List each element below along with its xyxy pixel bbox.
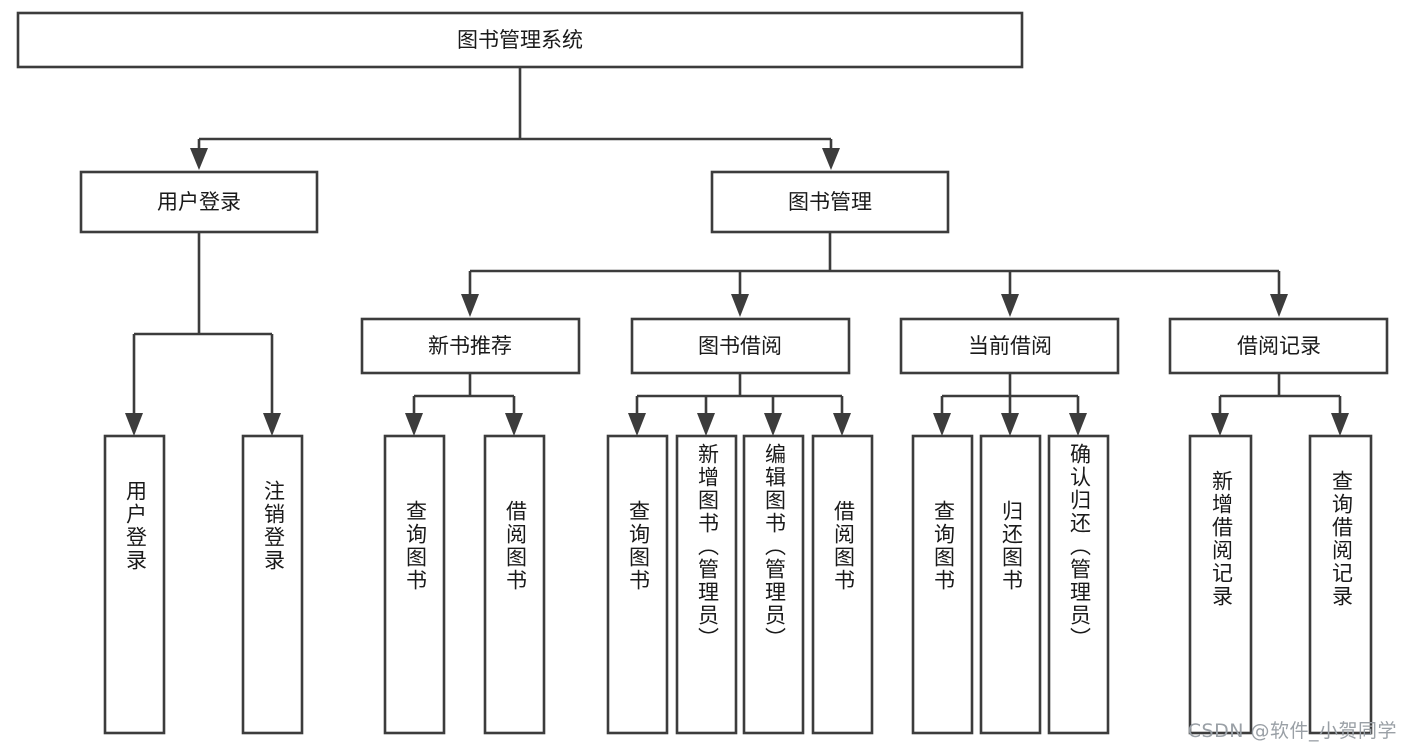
node-book-borrow[interactable]: 图书借阅 xyxy=(630,317,851,375)
user-login-box xyxy=(79,170,319,234)
arrow-head-icon xyxy=(697,413,715,436)
arrow-head-icon xyxy=(505,413,523,436)
leaf-box-query-book-3[interactable] xyxy=(911,434,974,735)
arrow-head-icon xyxy=(1270,294,1288,317)
new-book-recommend-box xyxy=(360,317,581,375)
arrow-head-icon xyxy=(190,148,208,170)
leaf-box-confirm-return-admin[interactable] xyxy=(1047,434,1110,735)
leaf-box-user-login[interactable] xyxy=(103,434,166,735)
arrow-head-icon xyxy=(764,413,782,436)
leaf-box-query-borrow-record[interactable] xyxy=(1308,434,1373,735)
arrow-head-icon xyxy=(1069,413,1087,436)
connector-bookmgmt-to-level3 xyxy=(461,232,1288,317)
root-box xyxy=(16,11,1024,69)
arrow-head-icon xyxy=(1331,413,1349,436)
arrow-head-icon xyxy=(1211,413,1229,436)
leaf-box-query-book-2[interactable] xyxy=(606,434,669,735)
arrow-head-icon xyxy=(125,413,143,436)
node-current-borrow[interactable]: 当前借阅 xyxy=(899,317,1120,375)
node-book-management[interactable]: 图书管理 xyxy=(710,170,950,234)
leaf-box-logout[interactable] xyxy=(241,434,304,735)
leaf-box-return-book[interactable] xyxy=(979,434,1042,735)
leaf-box-borrow-book-1[interactable] xyxy=(483,434,546,735)
csdn-watermark: CSDN @软件_小贺同学 xyxy=(1187,720,1397,742)
current-borrow-label: 当前借阅 xyxy=(968,334,1052,358)
node-root[interactable]: 图书管理系统 xyxy=(16,11,1024,69)
leaf-box-borrow-book-2[interactable] xyxy=(811,434,874,735)
node-user-login[interactable]: 用户登录 xyxy=(79,170,319,234)
connector-borrowrecords-to-leaves xyxy=(1211,373,1349,436)
root-label: 图书管理系统 xyxy=(457,28,583,52)
book-management-label: 图书管理 xyxy=(788,190,872,214)
arrow-head-icon xyxy=(263,413,281,436)
book-borrow-label: 图书借阅 xyxy=(698,334,782,358)
arrow-head-icon xyxy=(833,413,851,436)
node-new-book-recommend[interactable]: 新书推荐 xyxy=(360,317,581,375)
arrow-head-icon xyxy=(1001,294,1019,317)
arrow-head-icon xyxy=(628,413,646,436)
connector-currentborrow-to-leaves xyxy=(933,373,1087,436)
arrow-head-icon xyxy=(933,413,951,436)
leaf-box-add-book-admin[interactable] xyxy=(675,434,738,735)
node-borrow-records[interactable]: 借阅记录 xyxy=(1168,317,1389,375)
leaf-box-edit-book-admin[interactable] xyxy=(742,434,805,735)
connector-root-to-level2 xyxy=(190,67,840,170)
arrow-head-icon xyxy=(822,148,840,170)
connector-bookborrow-to-leaves xyxy=(628,373,851,436)
current-borrow-box xyxy=(899,317,1120,375)
user-login-label: 用户登录 xyxy=(157,190,241,214)
arrow-head-icon xyxy=(731,294,749,317)
connector-newbook-to-leaves xyxy=(405,373,523,436)
arrow-head-icon xyxy=(405,413,423,436)
new-book-recommend-label: 新书推荐 xyxy=(428,334,512,358)
arrow-head-icon xyxy=(461,294,479,317)
arrow-head-icon xyxy=(1001,413,1019,436)
borrow-records-label: 借阅记录 xyxy=(1237,334,1321,358)
connector-userlogin-to-leaves xyxy=(125,232,281,436)
leaf-box-add-borrow-record[interactable] xyxy=(1188,434,1253,735)
leaf-box-query-book-1[interactable] xyxy=(383,434,446,735)
